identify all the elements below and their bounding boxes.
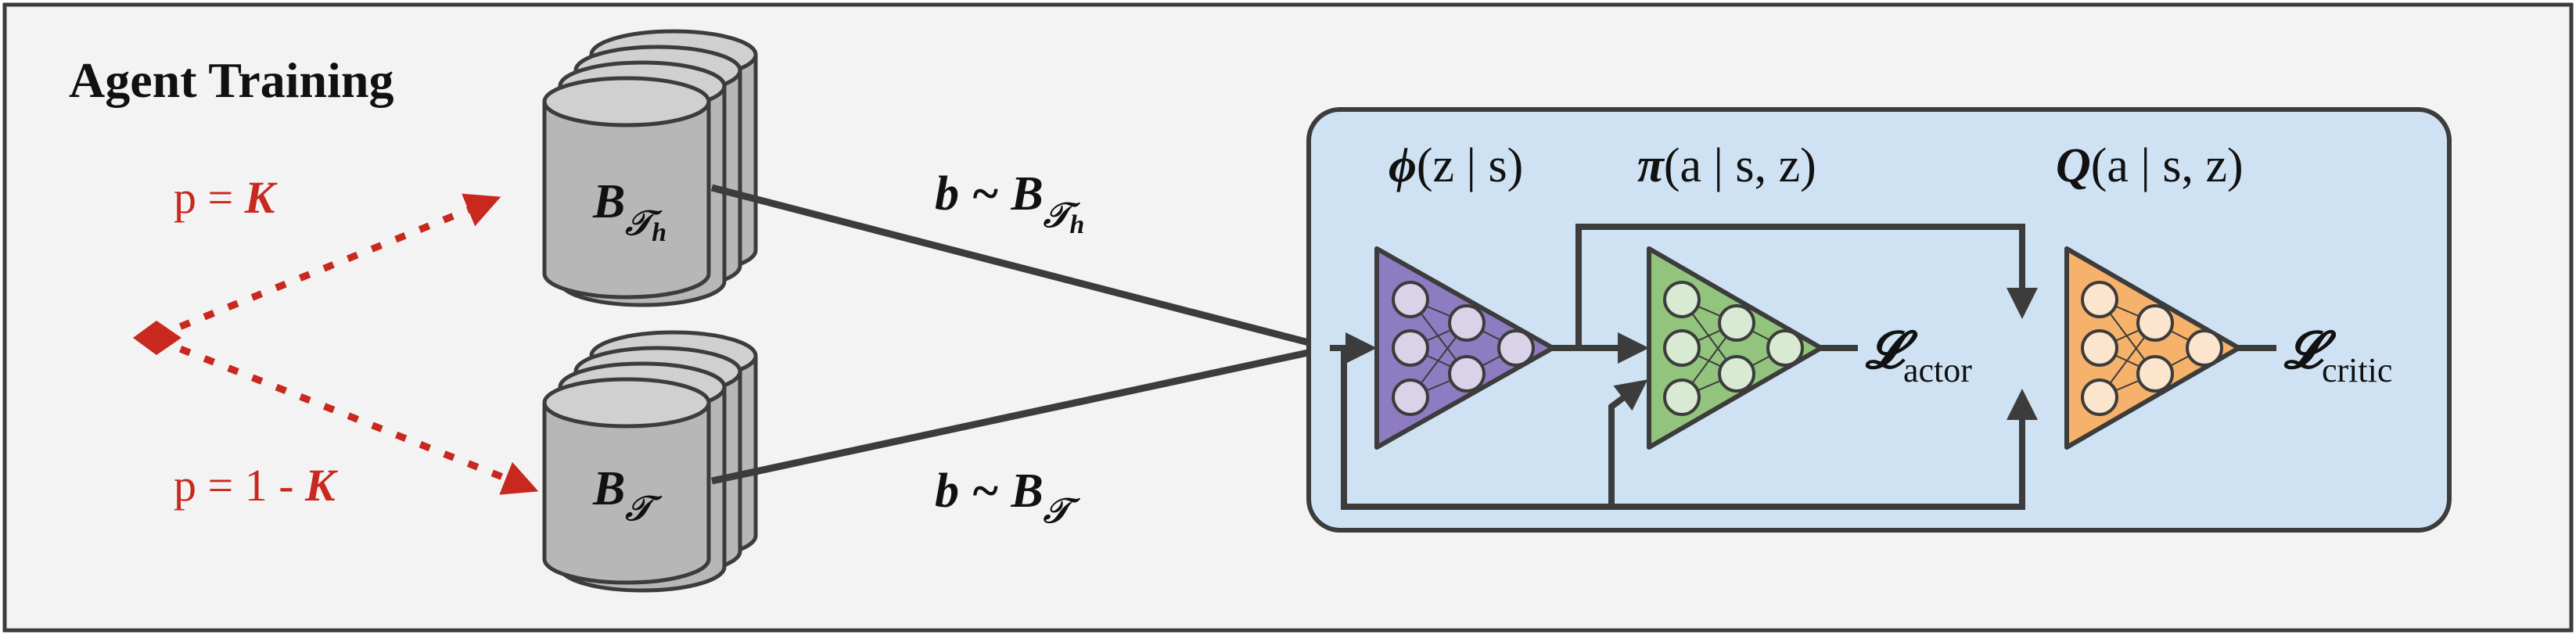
- standard-buffer-stack: B𝒯: [542, 330, 758, 593]
- model-connections: [1330, 224, 2276, 510]
- encoder-heading: ϕ(z | s): [1389, 139, 1523, 192]
- sample-arrow-top: [155, 193, 501, 340]
- model-panel: [1306, 107, 2452, 533]
- top-probability-label: p = K: [174, 172, 278, 223]
- encoder-network-icon: [1374, 246, 1555, 450]
- actor-network-icon: [1647, 246, 1823, 450]
- hindsight-buffer-stack: B𝒯h: [542, 29, 758, 307]
- bottom-probability-label: p = 1 - K: [174, 460, 338, 511]
- batch-line-bottom: [711, 344, 1331, 485]
- sample-arrow-bottom: [155, 335, 539, 495]
- actor-heading: π(a | s, z): [1637, 139, 1816, 192]
- critic-network-icon: [2064, 246, 2241, 450]
- diagram-title: Agent Training: [69, 52, 393, 108]
- actor-loss-label: 𝓛actor: [1865, 322, 1972, 389]
- critic-heading: Q(a | s, z): [2056, 139, 2244, 192]
- hindsight-buffer-label: B𝒯h: [592, 175, 666, 247]
- critic-loss-label: 𝓛critic: [2283, 322, 2392, 389]
- batch-line-top: [710, 184, 1331, 352]
